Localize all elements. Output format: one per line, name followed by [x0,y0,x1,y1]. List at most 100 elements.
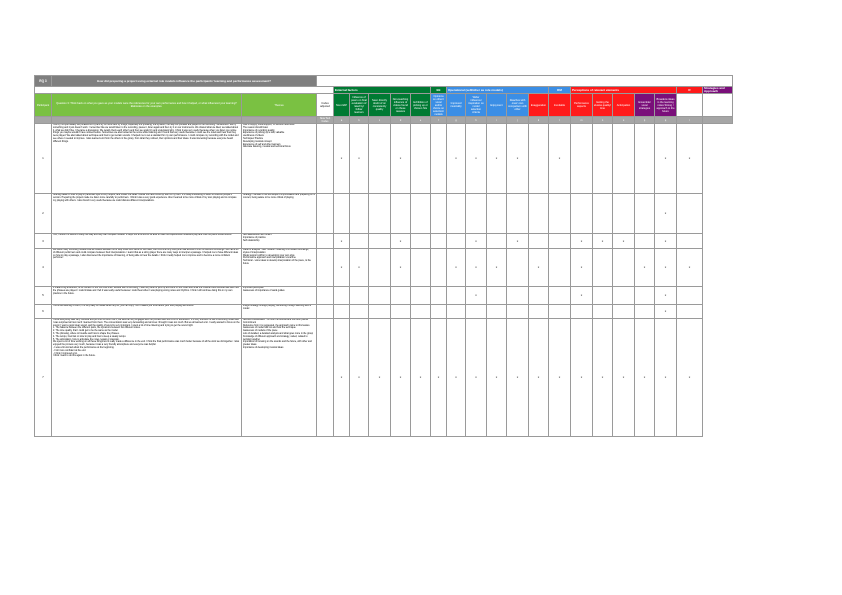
code-mark: x [349,123,369,194]
code-mark: x [528,318,549,437]
code-mark [592,286,613,305]
code-mark: x [654,193,677,234]
code-mark: x [390,123,411,194]
header-question: Question 3: Think back on what you gave … [51,93,242,117]
code-mark [446,233,466,249]
code-mark: x [676,248,703,287]
code-mark [634,233,655,249]
header-code-o: Anticipation [612,93,635,117]
header-code-q: Broadens ideas in the learning notes Str… [654,93,677,117]
group-strategies: Strategies and Approach [702,86,733,94]
header-code-k: Exaggeration [528,93,549,117]
code-mark [410,233,431,249]
header-code-c: Seen directly doubt of on consistently q… [368,93,391,117]
code-mark [548,193,571,234]
code-mark: x [486,318,507,437]
code-mark [430,123,447,194]
themes-text: Value of analysis - self/ models - liste… [241,248,317,287]
code-mark: x [592,233,613,249]
group-row: External factors EE Operational (self/ot… [34,86,733,94]
group-r: R [676,86,703,94]
code-mark [316,123,334,194]
code-mark [548,286,571,305]
code-mark [634,286,655,305]
code-mark: x [654,304,677,319]
code-mark [410,193,431,234]
code-mark [430,286,447,305]
header-code-l: Inevitable [548,93,571,117]
header-codes-adjusted: Codes adjusted [316,93,334,117]
code-mark [612,193,635,234]
code-mark: x [592,318,613,437]
research-question-row: RQ 3 How did preparing a project using e… [34,75,733,87]
rq-text: How did preparing a project using extern… [51,75,317,87]
code-mark [410,304,431,319]
code-mark: x [570,318,593,437]
code-mark: x [333,123,350,194]
code-mark [486,193,507,234]
code-mark: x [333,248,350,287]
code-mark [410,248,431,287]
response-text: Yes, I found it is useful to study the w… [51,233,242,249]
code-mark: x [654,318,677,437]
spreadsheet: RQ 3 How did preparing a project using e… [34,75,733,437]
participant-number: 6 [34,304,52,319]
participant-number: 1 [34,123,52,194]
participant-number: 5 [34,286,52,305]
code-mark: x [612,318,635,437]
code-mark [349,233,369,249]
response-text: I will try not just steady the phrases b… [51,123,242,194]
code-mark: x [654,286,677,305]
code-mark [430,248,447,287]
code-mark [465,193,487,234]
code-mark: x [465,233,487,249]
code-mark [349,286,369,305]
header-row: Participant Question 3: Think back on wh… [34,93,733,117]
code-mark: x [654,123,677,194]
header-code-b: Influence of peers on final evaluation o… [349,93,369,117]
code-mark: x [465,248,487,287]
themes-text: Insight strategy through playing, someth… [241,304,317,319]
code-mark [506,304,529,319]
code-mark [612,123,635,194]
code-mark: x [548,123,571,194]
participant-number: 2 [34,193,52,234]
code-mark [430,233,447,249]
group-rm: RM [548,86,571,94]
code-mark [634,193,655,234]
code-mark [349,193,369,234]
code-mark: x [570,286,593,305]
themes-text: Strategy - familiar to the technique of … [241,193,317,234]
code-mark [676,233,703,249]
code-mark [548,304,571,319]
code-mark [333,286,350,305]
code-mark: x [612,233,635,249]
code-mark [368,304,391,319]
code-mark [528,304,549,319]
code-mark: x [570,233,593,249]
code-mark [570,193,593,234]
code-mark [465,304,487,319]
code-mark [570,304,593,319]
code-mark [368,193,391,234]
code-mark: x [446,318,466,437]
header-code-n: Getting the elusive quality/ time [592,93,613,117]
code-mark: x [446,248,466,287]
code-mark [446,193,466,234]
themes-text: Improved perception Awareness of importa… [241,286,317,305]
code-mark: x [390,248,411,287]
code-mark: x [506,318,529,437]
code-mark: x [486,123,507,194]
code-mark: x [465,286,487,305]
coding-table: RQ 3 How did preparing a project using e… [34,75,733,437]
group-ee: EE [430,86,447,94]
code-mark [592,248,613,287]
code-mark [390,304,411,319]
